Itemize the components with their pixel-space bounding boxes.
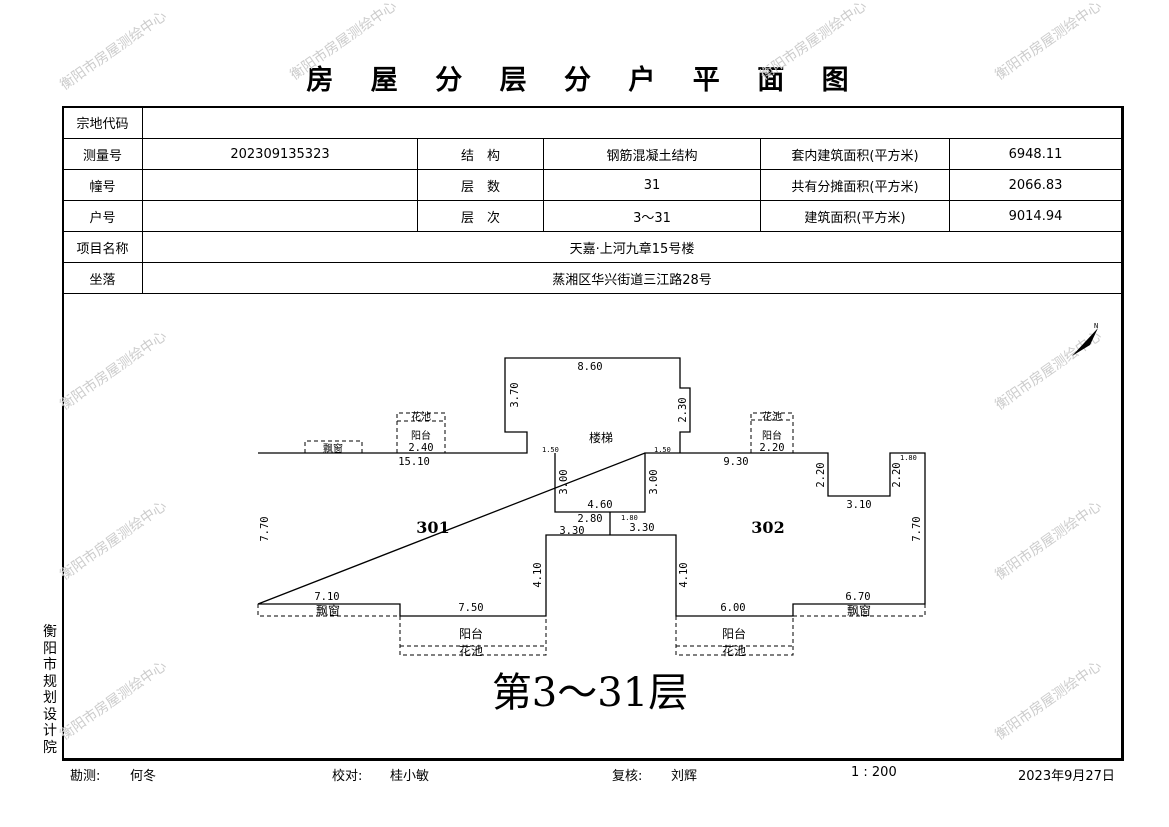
balcony-label: 阳台 (459, 626, 483, 641)
checker-label: 校对: (332, 769, 363, 784)
dim: 4.10 (678, 562, 690, 587)
label: 项目名称 (62, 231, 143, 263)
dim: 7.50 (458, 602, 483, 614)
balcony-label: 阳台 (411, 429, 431, 442)
dashed-annexes (257, 412, 926, 656)
dim: 2.20 (815, 462, 827, 487)
surveyor-label: 勘测: (70, 769, 101, 784)
label: 共有分摊面积(平方米) (760, 169, 950, 201)
dim: 8.60 (577, 361, 602, 373)
reviewer: 刘辉 (671, 769, 698, 784)
label: 套内建筑面积(平方米) (760, 138, 950, 170)
floor-caption: 第3～31层 (492, 670, 688, 716)
planter-label: 花池 (762, 410, 782, 423)
dim: 1.50 (654, 446, 671, 454)
date: 2023年9月27日 (1018, 769, 1115, 784)
unit-label-302: 302 (751, 518, 784, 537)
dim: 3.10 (846, 499, 871, 511)
dim: 7.10 (314, 591, 339, 603)
bay-window-label: 飘窗 (323, 442, 343, 455)
surveyor: 何冬 (130, 769, 157, 784)
balcony-label: 阳台 (722, 626, 746, 641)
dim: 1.80 (621, 514, 638, 522)
checker: 桂小敏 (390, 769, 430, 784)
label: 结 构 (417, 138, 544, 170)
label: 户号 (62, 200, 143, 232)
label: 幢号 (62, 169, 143, 201)
dim: 2.20 (891, 462, 903, 487)
bay-window-label: 飘窗 (847, 604, 871, 618)
dim: 7.70 (259, 516, 271, 541)
page-title: 房 屋 分 层 分 户 平 面 图 (306, 65, 863, 96)
dim: 3.30 (629, 522, 654, 534)
planter-label: 花池 (459, 643, 483, 658)
value: 天嘉·上河九章15号楼 (142, 231, 1122, 263)
dim: 2.30 (677, 397, 689, 422)
svg-text:N: N (1094, 322, 1098, 330)
dim: 4.10 (532, 562, 544, 587)
side-organization: 衡阳市规划设计院 (43, 624, 57, 756)
dim: 1.50 (542, 446, 559, 454)
dim: 3.00 (558, 469, 570, 494)
bay-window-label: 飘窗 (316, 604, 340, 618)
label: 测量号 (62, 138, 143, 170)
dim: 3.70 (509, 382, 521, 407)
dim: 2.20 (759, 442, 784, 454)
dim: 15.10 (398, 456, 430, 468)
north-arrow-icon: N (1072, 322, 1098, 356)
value: 31 (543, 169, 761, 201)
value (142, 169, 418, 201)
dim: 9.30 (723, 456, 748, 468)
unit-label-301: 301 (416, 518, 449, 537)
label: 坐落 (62, 262, 143, 294)
dim: 6.70 (845, 591, 870, 603)
value: 9014.94 (949, 200, 1122, 232)
dim: 1.80 (900, 454, 917, 462)
dim: 4.60 (587, 499, 612, 511)
stair-label: 楼梯 (589, 430, 613, 445)
value: 2066.83 (949, 169, 1122, 201)
dim: 3.30 (559, 525, 584, 537)
value: 6948.11 (949, 138, 1122, 170)
dim: 6.00 (720, 602, 745, 614)
dim: 3.00 (648, 469, 660, 494)
dim: 2.80 (577, 513, 602, 525)
dim: 7.70 (911, 516, 923, 541)
reviewer-label: 复核: (612, 769, 643, 784)
planter-label: 花池 (722, 643, 746, 658)
planter-label: 花池 (411, 410, 431, 423)
dim: 2.40 (408, 442, 433, 454)
value: 蒸湘区华兴街道三江路28号 (142, 262, 1122, 294)
scale: 1 : 200 (851, 765, 897, 780)
balcony-label: 阳台 (762, 429, 782, 442)
